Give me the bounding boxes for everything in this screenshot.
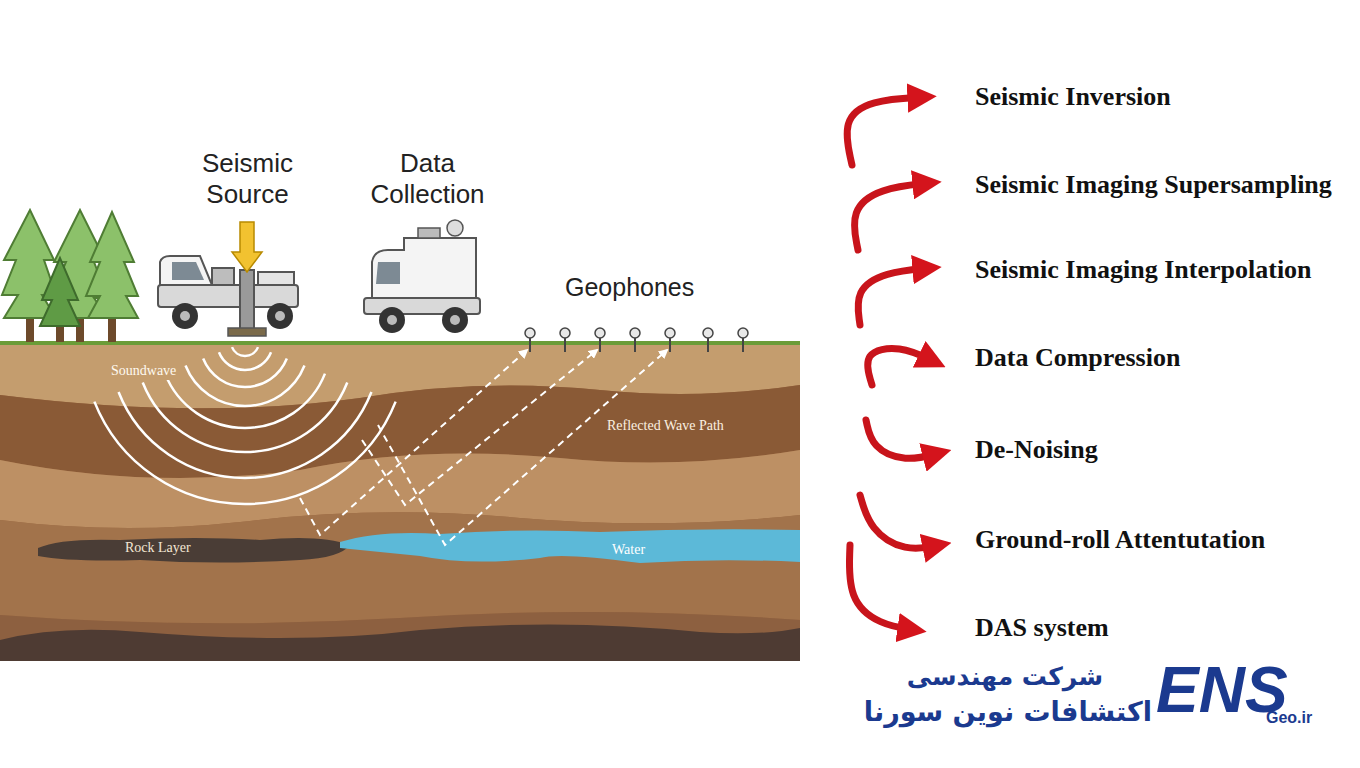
method-item: DAS system	[975, 612, 1109, 643]
company-name: شرکت مهندسی	[907, 662, 1103, 692]
ground-layers	[0, 343, 800, 661]
ground-layers	[0, 612, 800, 661]
method-item: Data Compression	[975, 342, 1180, 373]
soundwave-arcs	[219, 352, 271, 370]
soundwave-arcs	[232, 347, 258, 356]
source-truck	[160, 256, 212, 285]
recording-van	[376, 262, 400, 284]
trees	[2, 210, 56, 318]
geophones	[599, 338, 601, 352]
soundwave-arcs	[119, 392, 372, 478]
source-truck	[158, 222, 298, 336]
water-shape	[340, 529, 800, 563]
geophones	[525, 328, 535, 338]
geophones	[707, 338, 709, 352]
source-truck	[267, 303, 293, 329]
curved-arrow	[847, 97, 925, 165]
layer-label: Reflected Wave Path	[604, 418, 727, 435]
soundwave-arcs	[94, 402, 395, 504]
part-label: Data Collection	[355, 148, 500, 210]
ground-layers	[0, 343, 800, 661]
curved-arrow	[849, 545, 915, 630]
soundwave-arcs	[203, 359, 287, 387]
curved-arrow	[858, 268, 930, 325]
source-truck	[172, 303, 198, 329]
curved-arrow	[860, 495, 940, 548]
reflected-wave-paths	[378, 350, 667, 545]
layer-label: Rock Layer	[125, 540, 191, 557]
company-name: اکتشافات نوین سورنا	[864, 696, 1152, 728]
layer-label: Water	[612, 542, 645, 559]
curved-arrow	[868, 348, 935, 385]
method-item: Ground-roll Attentutation	[975, 524, 1265, 555]
soundwave-arcs	[143, 382, 348, 452]
method-item: Seismic Inversion	[975, 81, 1171, 112]
source-truck	[172, 262, 204, 280]
geophones	[564, 338, 566, 352]
recording-van	[418, 228, 440, 238]
recording-van	[364, 220, 480, 333]
trees	[86, 212, 138, 318]
water-shape	[340, 529, 800, 563]
source-truck	[228, 328, 266, 336]
geophones	[738, 328, 748, 338]
geophones	[634, 338, 636, 352]
part-label: Seismic Source	[185, 148, 310, 210]
ground-layers	[0, 512, 800, 623]
red-curved-arrows	[847, 97, 940, 630]
method-item: De-Noising	[975, 434, 1098, 465]
method-item: Seismic Imaging Supersampling	[975, 169, 1332, 200]
rock-layer-shape	[38, 538, 350, 563]
geophones	[595, 328, 605, 338]
rock-layer-shape	[38, 538, 350, 563]
ground-line	[0, 341, 800, 345]
geophones	[703, 328, 713, 338]
recording-van	[447, 220, 463, 236]
recording-van	[450, 315, 460, 325]
reflected-wave-paths	[300, 350, 667, 545]
source-truck	[275, 311, 285, 321]
reflected-wave-paths	[300, 350, 527, 535]
geophones	[529, 338, 531, 352]
curved-arrow	[866, 420, 940, 458]
reflected-wave-paths	[362, 350, 597, 505]
geophones	[525, 328, 748, 352]
source-truck	[240, 270, 254, 330]
method-item: Seismic Imaging Interpolation	[975, 254, 1312, 285]
source-truck	[212, 268, 234, 285]
source-truck	[232, 222, 262, 272]
soundwave-arcs	[185, 366, 304, 406]
source-truck	[180, 311, 190, 321]
source-truck	[258, 272, 294, 285]
recording-van	[387, 315, 397, 325]
recording-van	[379, 307, 405, 333]
part-label: Geophones	[565, 272, 694, 302]
recording-van	[442, 307, 468, 333]
geophones	[742, 338, 744, 352]
geophones	[669, 338, 671, 352]
trees	[40, 258, 80, 326]
geophones	[665, 328, 675, 338]
geophones	[630, 328, 640, 338]
logo-domain: Geo.ir	[1266, 708, 1312, 727]
soundwave-arcs	[165, 374, 325, 428]
trees	[2, 210, 138, 342]
ground-layers	[0, 624, 800, 661]
curved-arrow	[854, 183, 930, 250]
layer-label: Soundwave	[108, 363, 179, 380]
geophones	[560, 328, 570, 338]
soundwave-arcs	[94, 347, 395, 504]
